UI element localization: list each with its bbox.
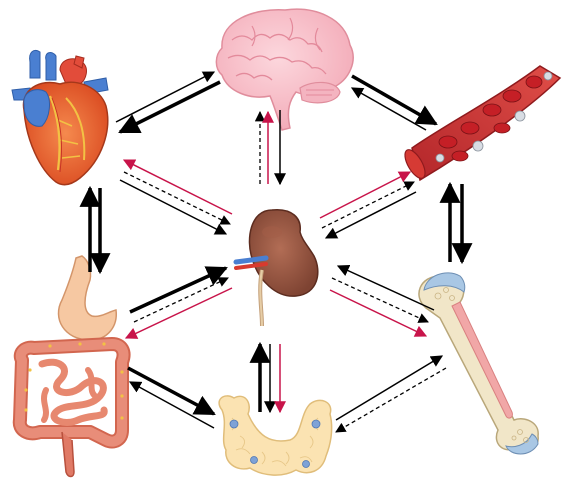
arrow-pancreas-to-intestines bbox=[130, 382, 214, 428]
brain-icon bbox=[216, 9, 353, 130]
kidney-icon bbox=[236, 210, 318, 326]
arrow-intestines-to-kidney-dashed bbox=[134, 278, 228, 322]
arrow-vessel-to-kidney bbox=[326, 192, 416, 238]
arrow-kidney-to-vessel-red bbox=[320, 172, 410, 218]
arrow-heart-to-kidney-dashed bbox=[124, 172, 230, 224]
arrow-brain-to-vessel bbox=[352, 76, 436, 124]
arrow-pancreas-to-bone bbox=[336, 356, 442, 420]
arrow-kidney-to-vessel-dashed bbox=[322, 182, 414, 228]
arrow-brain-to-heart bbox=[120, 82, 220, 132]
arrow-vessel-to-brain bbox=[352, 88, 426, 130]
arrow-intestines-to-pancreas bbox=[128, 368, 214, 414]
arrow-kidney-to-heart-red bbox=[124, 160, 232, 214]
heart-icon bbox=[12, 50, 108, 184]
blood-vessel-icon bbox=[401, 66, 560, 181]
pancreas-icon bbox=[219, 396, 332, 475]
bone-icon bbox=[419, 273, 538, 454]
stomach-intestines-icon bbox=[20, 256, 124, 477]
arrow-intestines-to-kidney bbox=[130, 268, 226, 312]
arrow-heart-to-kidney bbox=[120, 180, 226, 234]
arrow-kidney-to-bone-red bbox=[330, 290, 426, 336]
arrow-kidney-to-intestines-red bbox=[126, 288, 232, 338]
arrow-bone-to-pancreas-dashed bbox=[336, 368, 446, 432]
arrow-heart-to-brain bbox=[116, 72, 214, 122]
